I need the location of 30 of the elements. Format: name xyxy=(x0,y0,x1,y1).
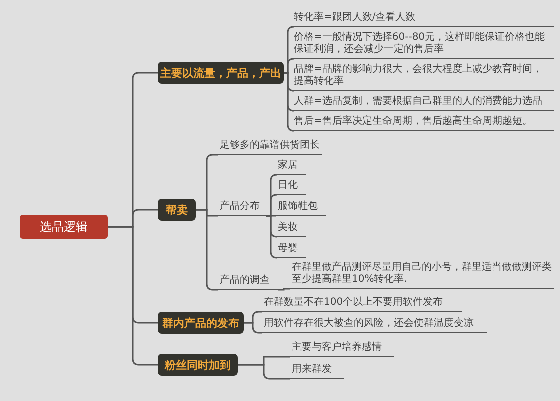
branch-topic-box: 粉丝同时加到 xyxy=(158,354,238,376)
topic-label: 人群=选品复制，需要根据自己群里的人的消费能力选品 xyxy=(292,96,554,111)
branch-topic-box: 群内产品的发布 xyxy=(158,312,244,334)
topic-label: 日化 xyxy=(276,180,306,195)
topic-label: 母婴 xyxy=(276,243,306,258)
connector-line xyxy=(108,226,158,366)
topic-label: 转化率=跟团人数/查看人数 xyxy=(292,12,554,27)
connector-line xyxy=(244,322,262,334)
topic-label: 品牌=品牌的影响力很大，会很大程度上减少教育时间，提高转化率 xyxy=(292,64,554,91)
topic-label: 产品的调查 xyxy=(218,275,278,290)
connector-line xyxy=(196,209,218,291)
topic-label: 在群里做产品测评尽量用自己的小号，群里适当做做测评类至少提高群里10%转化率. xyxy=(290,262,554,289)
topic-label: 美妆 xyxy=(276,222,306,237)
branch-topic-box: 主要以流量，产品，产出 xyxy=(158,62,284,84)
connector-line xyxy=(284,72,295,132)
connector-line xyxy=(278,288,290,291)
topic-label: 用来群发 xyxy=(290,364,344,379)
topic-label: 服饰鞋包 xyxy=(276,201,326,216)
topic-label: 价格=一般情况下选择60--80元，这样即能保证价格也能保证利润，还会减少一定的售后率 xyxy=(292,32,554,59)
topic-label: 足够多的靠谱供货团长 xyxy=(218,140,322,155)
connector-line xyxy=(238,364,290,380)
root-topic-box: 选品逻辑 xyxy=(20,215,108,239)
topic-label: 产品分布 xyxy=(218,201,266,216)
topic-label: 用软件存在很大被查的风险，还会使群温度变凉 xyxy=(262,318,487,333)
topic-label: 在群数量不在100个以上不要用软件发布 xyxy=(262,297,462,312)
connector-line xyxy=(266,215,278,259)
branch-topic-box: 帮卖 xyxy=(158,199,196,221)
topic-label: 售后=售后率决定生命周期，售后越高生命周期越短。 xyxy=(292,116,554,131)
topic-label: 家居 xyxy=(276,160,306,175)
topic-label: 主要与客户培养感情 xyxy=(290,342,394,357)
